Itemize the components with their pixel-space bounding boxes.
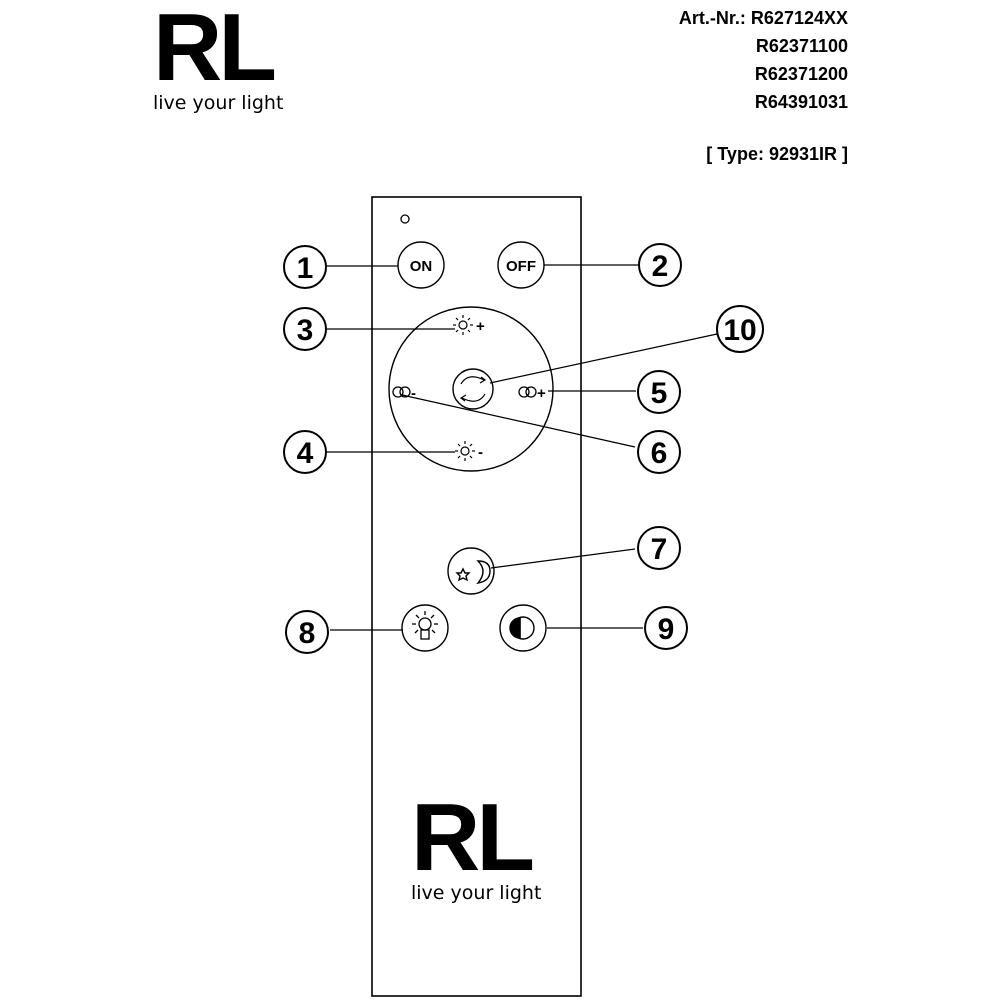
night-mode-button[interactable] <box>447 547 495 595</box>
callout-6: 6 <box>637 430 681 474</box>
cycle-arrows-icon <box>459 376 487 402</box>
minus-sign: - <box>411 385 416 402</box>
ir-led-indicator <box>400 214 410 224</box>
on-button[interactable]: ON <box>397 241 445 289</box>
color-temp-icon <box>392 386 411 398</box>
color-temp-icon <box>518 386 537 398</box>
article-number-line: R62371100 <box>755 36 848 56</box>
off-button-label: OFF <box>506 258 536 275</box>
brand-logo-top: RL live your light <box>153 0 283 114</box>
callout-2: 2 <box>638 243 682 287</box>
half-circle-icon <box>509 616 535 640</box>
svg-text:6: 6 <box>651 437 668 470</box>
off-button[interactable]: OFF <box>497 241 545 289</box>
type-designation: [ Type: 92931IR ] <box>706 144 848 164</box>
logo-tagline: live your light <box>411 882 542 904</box>
lamp-icon <box>412 611 438 640</box>
callout-4: 4 <box>283 430 327 474</box>
article-number-line: R62371200 <box>754 64 848 84</box>
svg-text:3: 3 <box>297 314 314 347</box>
minus-sign: - <box>478 444 483 461</box>
article-numbers: Art.-Nr.: R627124XX R62371100 R62371200 … <box>679 4 848 116</box>
logo-mark: RL <box>153 0 277 101</box>
plus-sign: + <box>537 385 546 402</box>
callout-10: 10 <box>716 305 764 353</box>
callout-9: 9 <box>644 606 688 650</box>
brightness-down-button[interactable]: - <box>455 441 483 461</box>
callout-7: 7 <box>637 526 681 570</box>
callout-5: 5 <box>637 370 681 414</box>
logo-tagline: live your light <box>153 92 284 114</box>
svg-text:4: 4 <box>297 437 314 470</box>
color-temp-down-button[interactable]: - <box>392 385 416 402</box>
cycle-mode-button[interactable] <box>452 368 494 410</box>
svg-text:1: 1 <box>297 252 314 285</box>
article-number-line: R64391031 <box>754 92 848 112</box>
sun-icon <box>453 315 473 335</box>
color-temp-up-button[interactable]: + <box>518 385 546 402</box>
svg-text:5: 5 <box>651 377 668 410</box>
callout-leaders <box>326 264 718 631</box>
brand-logo-remote: RL live your light <box>411 784 542 905</box>
callout-3: 3 <box>283 307 327 351</box>
brightness-up-button[interactable]: + <box>453 315 485 335</box>
callout-8: 8 <box>285 610 329 654</box>
logo-mark: RL <box>411 784 535 891</box>
article-number-line: Art.-Nr.: R627124XX <box>678 8 848 28</box>
svg-text:8: 8 <box>299 617 316 650</box>
callout-1: 1 <box>283 245 327 289</box>
remote-body <box>371 196 582 997</box>
sun-icon <box>455 441 475 461</box>
moon-star-icon <box>455 560 491 585</box>
svg-text:10: 10 <box>723 314 756 347</box>
svg-text:2: 2 <box>652 250 669 283</box>
control-dial <box>388 306 554 472</box>
plus-sign: + <box>476 318 485 335</box>
svg-text:7: 7 <box>651 533 668 566</box>
svg-text:9: 9 <box>658 613 675 646</box>
full-light-button[interactable] <box>401 604 449 652</box>
half-light-button[interactable] <box>499 604 547 652</box>
on-button-label: ON <box>410 258 433 275</box>
